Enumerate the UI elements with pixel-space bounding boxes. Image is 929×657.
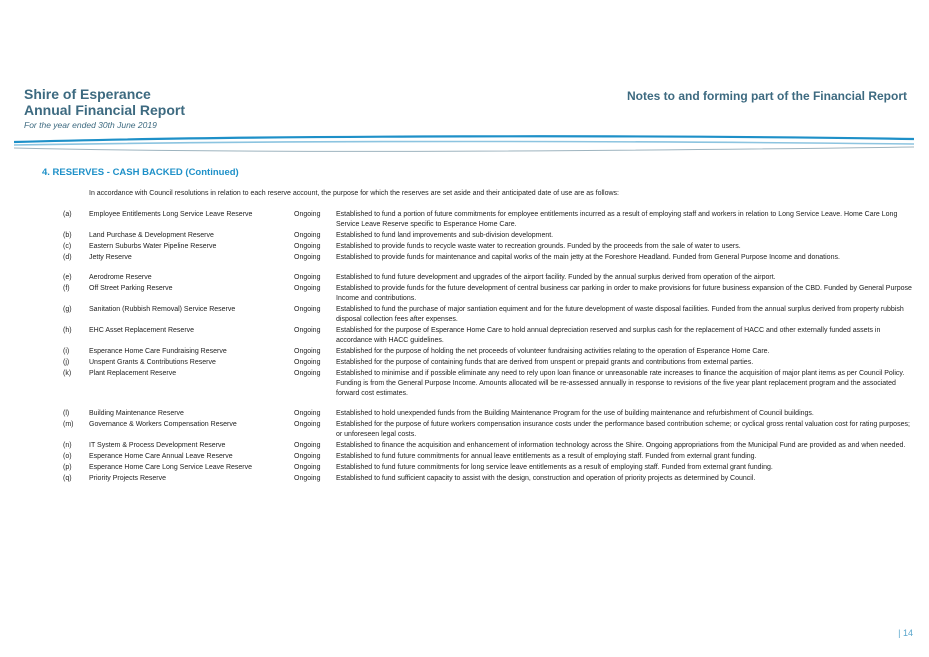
- table-row: (m) Governance & Workers Compensation Res…: [63, 420, 913, 441]
- reserve-status: Ongoing: [294, 327, 321, 334]
- reserve-name: Sanitation (Rubbish Removal) Service Res…: [89, 306, 236, 313]
- reserve-code: (g): [63, 306, 72, 313]
- report-title: Annual Financial Report: [24, 102, 186, 118]
- organisation-title: Shire of Esperance: [24, 86, 151, 102]
- reserve-purpose: Established to fund future commitments f…: [336, 453, 757, 460]
- reserve-name: Governance & Workers Compensation Reserv…: [89, 421, 237, 428]
- reserve-status: Ongoing: [294, 359, 321, 366]
- reserve-purpose: Established to minimise and if possible …: [336, 370, 905, 397]
- reserve-code: (i): [63, 348, 70, 355]
- reserve-purpose: Established to provide funds for the fut…: [336, 285, 912, 302]
- report-period: For the year ended 30th June 2019: [24, 120, 157, 130]
- table-row: (q) Priority Projects Reserve Ongoing Estab…: [63, 474, 913, 485]
- reserve-name: Eastern Suburbs Water Pipeline Reserve: [89, 243, 217, 250]
- reserve-name: Esperance Home Care Long Service Leave R…: [89, 464, 253, 471]
- table-row: (l) Building Maintenance Reserve Ongoing Es…: [63, 400, 913, 420]
- reserve-purpose: Established to fund future development a…: [336, 274, 776, 281]
- reserve-name: Land Purchase & Development Reserve: [89, 232, 214, 239]
- reserve-name: EHC Asset Replacement Reserve: [89, 327, 195, 334]
- table-row: (k) Plant Replacement Reserve Ongoing Estab…: [63, 369, 913, 400]
- table-row: (i) Esperance Home Care Fundraising Reser…: [63, 347, 913, 358]
- table-row: (d) Jetty Reserve Ongoing Established to pr…: [63, 253, 913, 264]
- reserve-purpose: Established to fund sufficient capacity …: [336, 475, 756, 482]
- reserve-name: Esperance Home Care Annual Leave Reserve: [89, 453, 233, 460]
- reserve-status: Ongoing: [294, 370, 321, 377]
- reserve-purpose: Established to finance the acquisition a…: [336, 442, 906, 449]
- reserve-status: Ongoing: [294, 475, 321, 482]
- reserve-name: Priority Projects Reserve: [89, 475, 167, 482]
- reserve-status: Ongoing: [294, 453, 321, 460]
- reserve-status: Ongoing: [294, 232, 321, 239]
- header-swoosh-decoration: [14, 135, 914, 152]
- reserve-purpose: Established for the purpose of Esperance…: [336, 327, 881, 344]
- reserve-purpose: Established to fund future commitments f…: [336, 464, 773, 471]
- section-heading: 4. RESERVES - CASH BACKED (Continued): [42, 167, 239, 178]
- table-row: (f) Off Street Parking Reserve Ongoing Esta…: [63, 284, 913, 305]
- reserve-status: Ongoing: [294, 410, 321, 417]
- reserve-status: Ongoing: [294, 254, 321, 261]
- table-row: (g) Sanitation (Rubbish Removal) Service …: [63, 305, 913, 326]
- table-row: (j) Unspent Grants & Contributions Reserv…: [63, 358, 913, 369]
- reserve-status: Ongoing: [294, 285, 321, 292]
- reserve-status: Ongoing: [294, 306, 321, 313]
- reserve-purpose: Established for the purpose of holding t…: [336, 348, 770, 355]
- notes-title: Notes to and forming part of the Financi…: [626, 89, 907, 103]
- reserve-code: (d): [63, 254, 72, 261]
- table-row: (n) IT System & Process Development Reser…: [63, 441, 913, 452]
- reserve-code: (l): [63, 410, 70, 417]
- reserve-purpose: Established to hold unexpended funds fro…: [336, 410, 814, 417]
- reserve-code: (m): [63, 421, 74, 428]
- reserve-purpose: Established to fund the purchase of majo…: [336, 306, 904, 323]
- reserve-name: Off Street Parking Reserve: [89, 285, 173, 292]
- table-row: (e) Aerodrome Reserve Ongoing Established t…: [63, 264, 913, 284]
- reserve-code: (c): [63, 243, 72, 250]
- reserve-name: Employee Entitlements Long Service Leave…: [89, 211, 253, 218]
- reserve-status: Ongoing: [294, 442, 321, 449]
- table-row: (c) Eastern Suburbs Water Pipeline Reserv…: [63, 242, 913, 253]
- reserve-code: (k): [63, 370, 72, 377]
- reserve-status: Ongoing: [294, 274, 321, 281]
- reserve-code: (e): [63, 274, 72, 281]
- reserve-status: Ongoing: [294, 421, 321, 428]
- reserve-code: (p): [63, 464, 72, 471]
- reserve-purpose: Established to fund a portion of future …: [336, 211, 898, 228]
- reserve-purpose: Established to provide funds to recycle …: [336, 243, 741, 250]
- reserve-purpose: Established to fund land improvements an…: [336, 232, 554, 239]
- reserve-name: Aerodrome Reserve: [89, 274, 152, 281]
- reserve-status: Ongoing: [294, 464, 321, 471]
- reserve-purpose: Established to provide funds for mainten…: [336, 254, 840, 261]
- table-row: (p) Esperance Home Care Long Service Leav…: [63, 463, 913, 474]
- reserve-code: (a): [63, 211, 72, 218]
- table-row: (b) Land Purchase & Development Reserve On…: [63, 231, 913, 242]
- reserve-code: (j): [63, 359, 70, 366]
- reserve-name: Jetty Reserve: [89, 254, 132, 261]
- reserve-status: Ongoing: [294, 211, 321, 218]
- reserve-purpose: Established for the purpose of containin…: [336, 359, 754, 366]
- section-intro: In accordance with Council resolutions i…: [89, 190, 619, 197]
- reserve-code: (q): [63, 475, 72, 482]
- reserve-code: (o): [63, 453, 72, 460]
- reserve-name: Building Maintenance Reserve: [89, 410, 184, 417]
- reserve-code: (n): [63, 442, 72, 449]
- reserve-status: Ongoing: [294, 348, 321, 355]
- reserve-purpose: Established for the purpose of future wo…: [336, 421, 910, 438]
- reserve-code: (f): [63, 285, 70, 292]
- reserve-code: (h): [63, 327, 72, 334]
- table-row: (o) Esperance Home Care Annual Leave Rese…: [63, 452, 913, 463]
- page-number: | 14: [898, 628, 913, 638]
- reserve-name: Unspent Grants & Contributions Reserve: [89, 359, 216, 366]
- reserve-status: Ongoing: [294, 243, 321, 250]
- reserve-name: IT System & Process Development Reserve: [89, 442, 226, 449]
- reserves-table: (a) Employee Entitlements Long Service Le…: [63, 210, 913, 485]
- table-row: (h) EHC Asset Replacement Reserve Ongoing E…: [63, 326, 913, 347]
- reserve-code: (b): [63, 232, 72, 239]
- table-row: (a) Employee Entitlements Long Service Le…: [63, 210, 913, 231]
- reserve-name: Esperance Home Care Fundraising Reserve: [89, 348, 227, 355]
- reserve-name: Plant Replacement Reserve: [89, 370, 177, 377]
